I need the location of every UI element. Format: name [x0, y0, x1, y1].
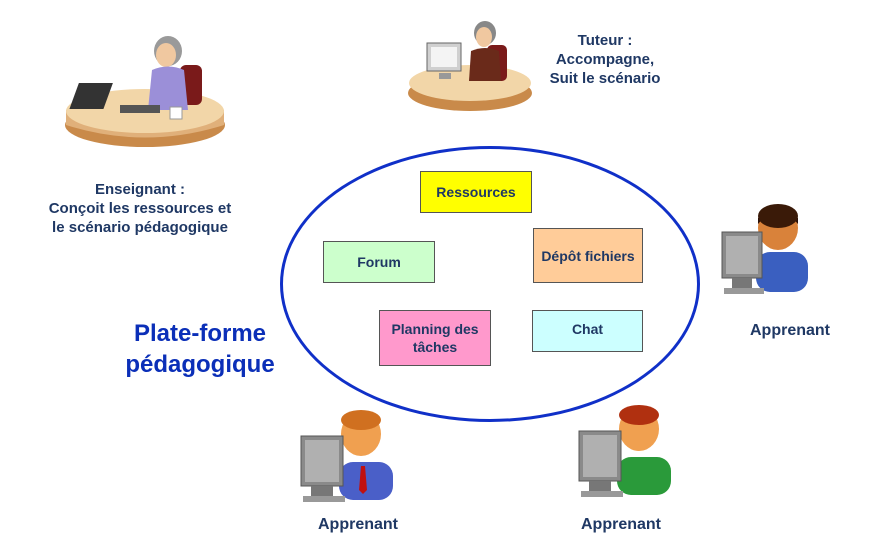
teacher-role: Enseignant : — [94, 181, 185, 198]
teacher-description-line2: le scénario pédagogique — [52, 219, 228, 236]
platform-title-line2: pédagogique — [125, 351, 275, 378]
tutor-description-line2: Suit le scénario — [549, 70, 661, 87]
tool-depot-fichiers: Dépôt fichiers — [533, 228, 643, 283]
learner-at-computer-icon — [721, 204, 808, 294]
platform-title: Plate-forme pédagogique — [100, 318, 300, 380]
tool-forum: Forum — [323, 241, 435, 283]
learner-right-label: Apprenant — [750, 322, 830, 339]
tutor-at-computer-icon — [408, 21, 532, 111]
platform-ellipse — [280, 146, 700, 422]
tutor-description-line1: Accompagne, — [555, 51, 655, 68]
teacher-caption: Enseignant : Conçoit les ressources et l… — [20, 180, 260, 237]
tool-planning-des-taches: Planning des tâches — [379, 310, 491, 366]
learner-at-computer-icon — [578, 405, 671, 497]
teacher-at-laptop-icon — [65, 36, 225, 147]
tool-chat: Chat — [532, 310, 643, 352]
platform-title-line1: Plate-forme — [133, 320, 267, 347]
learner-at-computer-icon — [300, 410, 393, 502]
teacher-description-line1: Conçoit les ressources et — [48, 200, 232, 217]
tutor-role: Tuteur : — [577, 32, 633, 49]
learner-bottom-right-label: Apprenant — [581, 516, 661, 533]
tool-ressources: Ressources — [420, 171, 532, 213]
learner-bottom-left-label: Apprenant — [318, 516, 398, 533]
tutor-caption: Tuteur : Accompagne, Suit le scénario — [525, 31, 685, 88]
